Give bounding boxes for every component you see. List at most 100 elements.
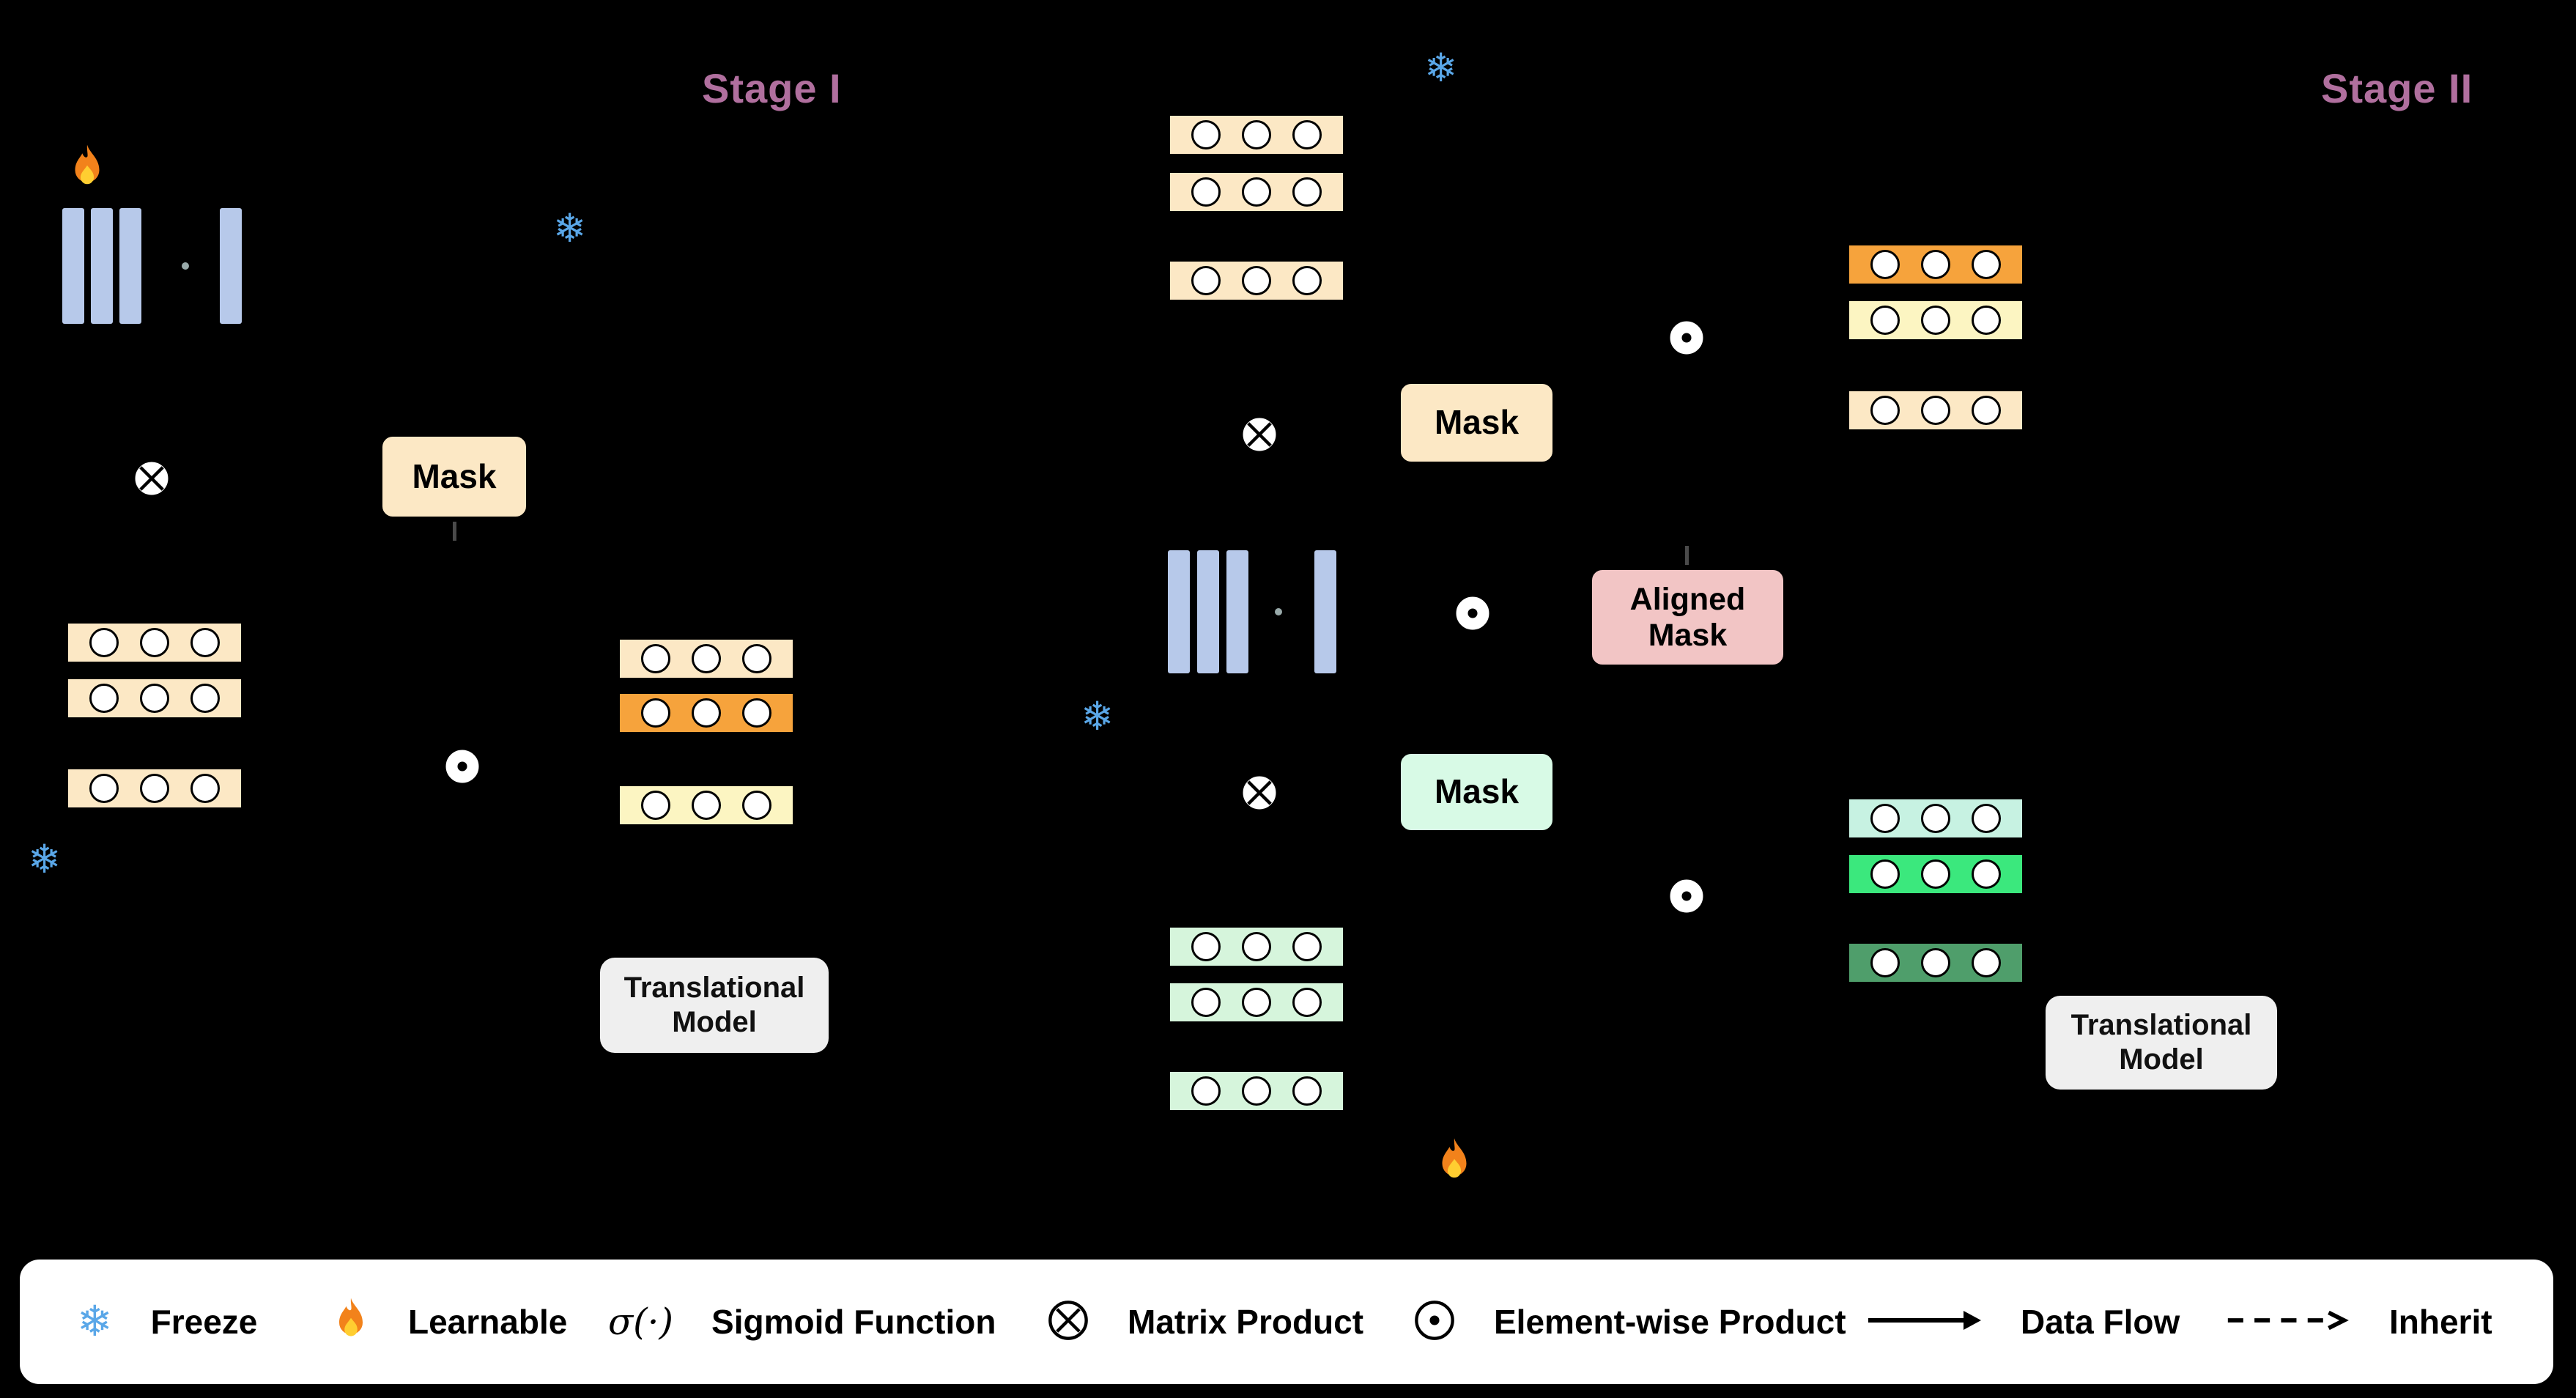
legend-label-elementwise-product: Element-wise Product bbox=[1494, 1303, 1846, 1341]
vector-cell bbox=[1972, 804, 2001, 833]
vector-cell bbox=[1921, 804, 1950, 833]
translational-model-box-stage1: Translational Model bbox=[600, 958, 829, 1053]
vector-row-right-top-1 bbox=[1847, 243, 2024, 286]
vector-cell bbox=[1292, 932, 1322, 961]
fire-icon bbox=[1435, 1137, 1474, 1189]
sigma-symbol: σ(·) bbox=[608, 1301, 674, 1343]
embedding-bar bbox=[1314, 550, 1336, 673]
snowflake-icon: ❄ bbox=[77, 1298, 113, 1345]
vector-cell bbox=[1972, 396, 2001, 425]
vector-cell bbox=[1870, 250, 1900, 279]
legend-item-learnable: Learnable bbox=[332, 1260, 567, 1384]
legend-item-data-flow: Data Flow bbox=[1865, 1260, 2180, 1384]
vector-cell bbox=[1191, 177, 1221, 207]
vector-cell bbox=[140, 684, 169, 713]
vector-cell bbox=[641, 644, 670, 673]
legend-item-freeze: ❄ Freeze bbox=[77, 1260, 257, 1384]
vector-cell bbox=[1242, 120, 1271, 149]
vector-cell bbox=[140, 628, 169, 657]
vector-cell bbox=[1870, 306, 1900, 335]
vector-cell bbox=[89, 774, 119, 803]
vector-cell bbox=[1191, 1076, 1221, 1106]
legend-item-elementwise-product: Element-wise Product bbox=[1413, 1260, 1846, 1384]
translational-model-label: Translational Model bbox=[623, 971, 805, 1038]
vector-row-center-bottom-3 bbox=[1168, 1070, 1345, 1112]
legend-item-matrix-product: Matrix Product bbox=[1047, 1260, 1363, 1384]
embedding-bar bbox=[91, 208, 113, 324]
vector-cell bbox=[190, 684, 220, 713]
elementwise-product-icon bbox=[1413, 1299, 1456, 1345]
vector-cell bbox=[1921, 859, 1950, 889]
mask-label: Mask bbox=[1434, 772, 1520, 811]
vector-cell bbox=[1191, 988, 1221, 1017]
vector-cell bbox=[140, 774, 169, 803]
vector-cell bbox=[1921, 306, 1950, 335]
connector-tick bbox=[453, 522, 456, 541]
mask-box-stage1: Mask bbox=[380, 434, 529, 519]
embedding-bar bbox=[220, 208, 242, 324]
vector-row-left-1 bbox=[66, 621, 243, 664]
connector-tick bbox=[1685, 546, 1689, 565]
stage-ii-label: Stage II bbox=[2321, 65, 2473, 111]
fire-icon bbox=[332, 1297, 370, 1347]
legend-label-learnable: Learnable bbox=[408, 1303, 568, 1341]
matrix-product-icon bbox=[130, 457, 173, 500]
vector-cell bbox=[1292, 177, 1322, 207]
vector-row-center-top-1 bbox=[1168, 114, 1345, 156]
matrix-product-icon bbox=[1047, 1299, 1089, 1345]
mask-label: Mask bbox=[1434, 403, 1520, 442]
embedding-bar bbox=[119, 208, 141, 324]
snowflake-icon: ❄ bbox=[1081, 695, 1114, 739]
vector-cell bbox=[1870, 804, 1900, 833]
matrix-product-icon bbox=[1238, 413, 1281, 456]
embedding-bar bbox=[1226, 550, 1248, 673]
stage-i-label: Stage I bbox=[702, 65, 842, 111]
vector-row-center-bottom-2 bbox=[1168, 981, 1345, 1024]
vector-cell bbox=[1242, 988, 1271, 1017]
vector-row-center-bottom-1 bbox=[1168, 925, 1345, 968]
vector-row-right-top-2 bbox=[1847, 299, 2024, 341]
fire-icon bbox=[67, 144, 107, 196]
vector-cell bbox=[1870, 859, 1900, 889]
elementwise-product-icon bbox=[441, 745, 484, 788]
vector-cell bbox=[1191, 266, 1221, 295]
legend-label-freeze: Freeze bbox=[150, 1303, 258, 1341]
vector-row-right-bottom-1 bbox=[1847, 797, 2024, 840]
vector-cell bbox=[1972, 306, 2001, 335]
vector-row-mid-1 bbox=[618, 637, 795, 680]
vector-cell bbox=[692, 791, 721, 820]
translational-model-label: Translational Model bbox=[2070, 1008, 2252, 1076]
vector-cell bbox=[1921, 250, 1950, 279]
legend-bar: ❄ Freeze Learnable σ(·) Sigmoid Function… bbox=[16, 1256, 2557, 1388]
aligned-mask-label: Aligned Mask bbox=[1629, 582, 1746, 653]
dashed-arrow-icon bbox=[2225, 1306, 2351, 1339]
vector-cell bbox=[1921, 948, 1950, 977]
vector-row-center-top-2 bbox=[1168, 171, 1345, 213]
translational-model-box-stage2: Translational Model bbox=[2046, 996, 2277, 1090]
vector-cell bbox=[1972, 859, 2001, 889]
vector-cell bbox=[1870, 396, 1900, 425]
vector-cell bbox=[692, 644, 721, 673]
vector-cell bbox=[1292, 988, 1322, 1017]
vector-cell bbox=[1870, 948, 1900, 977]
elementwise-product-icon bbox=[1665, 317, 1708, 359]
vector-cell bbox=[641, 791, 670, 820]
vector-cell bbox=[1242, 1076, 1271, 1106]
solid-arrow-icon bbox=[1865, 1306, 1983, 1339]
aligned-mask-box: Aligned Mask bbox=[1589, 567, 1786, 667]
mask-box-stage2-top: Mask bbox=[1398, 381, 1555, 465]
legend-label-data-flow: Data Flow bbox=[2021, 1303, 2180, 1341]
vector-row-mid-2 bbox=[618, 692, 795, 734]
vector-cell bbox=[190, 628, 220, 657]
vector-cell bbox=[1191, 120, 1221, 149]
vector-cell bbox=[742, 644, 771, 673]
elementwise-product-icon bbox=[1665, 875, 1708, 917]
legend-item-inherit: Inherit bbox=[2225, 1260, 2492, 1384]
vector-row-right-bottom-3 bbox=[1847, 942, 2024, 984]
vector-cell bbox=[1292, 266, 1322, 295]
vector-cell bbox=[1972, 250, 2001, 279]
vector-cell bbox=[1242, 266, 1271, 295]
ellipsis-dot bbox=[182, 262, 189, 270]
vector-row-left-2 bbox=[66, 677, 243, 720]
